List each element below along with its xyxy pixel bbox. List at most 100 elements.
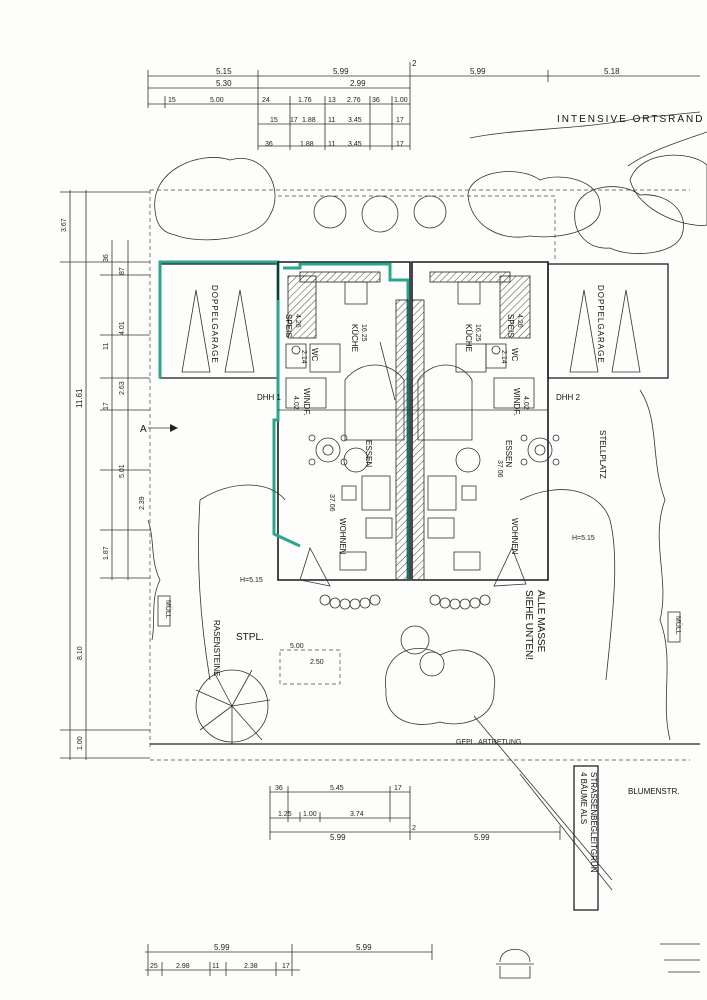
terrace-shrubs (319, 594, 491, 610)
dim-bottom2-e: 11 (212, 963, 219, 970)
dim-bottom2-f: 2.38 (244, 963, 258, 970)
label-windf-area-dhh2: 4.02 (522, 396, 529, 410)
label-two-fifty: 2.50 (310, 659, 324, 666)
top-dimension-chain: 5.15 5.99 5.99 5.18 5.30 2.99 2 15 5.00 … (147, 59, 700, 150)
label-h515-left: H=5.15 (240, 577, 263, 584)
dim-top-r1-a: 5.15 (216, 67, 232, 76)
dim-top-r3-5: 2.76 (347, 97, 361, 104)
dim-left-6: 17 (103, 402, 110, 410)
label-dhh1: DHH 1 (257, 393, 282, 402)
label-kueche-area-dhh1: 16.25 (360, 324, 367, 342)
label-kueche-dhh1: KÜCHE (350, 324, 359, 352)
label-gepl-abtretung: GEPL. ABTRETUNG (456, 739, 521, 746)
dim-top-r3-1: 5.00 (210, 97, 224, 104)
garage-left: DOPPELGARAGE (158, 260, 280, 379)
dim-top-r5-4: 17 (396, 141, 404, 148)
label-kueche-dhh2: KÜCHE (464, 324, 473, 352)
dim-left-5: 2.63 (119, 381, 126, 395)
ortsrand-contour-2 (627, 131, 707, 167)
dim-bottom1-a: 36 (275, 785, 283, 792)
label-blumenstr: BLUMENSTR. (628, 787, 680, 796)
muell-box-right (667, 611, 681, 643)
muell-box-left (157, 595, 171, 627)
dim-top-r1-d: 5.18 (604, 67, 620, 76)
ortsrand-contour (469, 111, 701, 139)
dim-top-r2-a: 5.30 (216, 79, 232, 88)
label-wc-area-dhh2: 2.14 (500, 350, 507, 364)
trees-top-row (154, 154, 707, 254)
label-wohnen-area-dhh2: 37.06 (496, 460, 503, 478)
label-wohnen-dhh1: WOHNEN (338, 518, 347, 555)
garden-contour-right (519, 489, 616, 681)
label-muell-left: MÜLL (164, 600, 172, 619)
dim-left-3: 4.01 (119, 321, 126, 335)
dim-bottom2-c: 25 (150, 963, 158, 970)
bottom-dimension-chain-1: 36 5.45 17 1.25 1.00 3.74 5.99 5.99 2 (269, 785, 561, 842)
label-stpl: STPL. (236, 632, 264, 643)
note-strassen-1: 4 BÄUME ALS (579, 772, 588, 824)
north-symbol (496, 948, 534, 979)
trees-bottom (195, 625, 496, 744)
label-kueche-area-dhh2: 16.25 (474, 324, 481, 342)
dim-top-r3-6: 36 (372, 97, 380, 104)
dim-top-r4-3: 11 (328, 117, 335, 124)
dim-top-r3-3: 1.76 (298, 97, 312, 104)
dim-left-9: 8.10 (77, 646, 84, 660)
dim-bottom2-d: 2.98 (176, 963, 190, 970)
dim-bottom1-f: 3.74 (350, 811, 364, 818)
label-muell-right: MÜLL (674, 616, 682, 635)
label-speis-area-dhh2: 4.26 (516, 314, 523, 328)
dim-bottom1-g: 5.99 (330, 833, 346, 842)
label-wc-area-dhh1: 2.14 (300, 350, 307, 364)
dim-top-r4-5: 17 (396, 117, 404, 124)
dim-left-7: 5.01 (119, 464, 126, 478)
dim-bottom1-c: 17 (394, 785, 402, 792)
house-dhh2: KÜCHE 16.25 SPEIS 4.26 WC 2.14 WINDF. 4.… (411, 261, 581, 587)
garage-right: DOPPELGARAGE (547, 263, 669, 379)
label-wc-dhh1: WC (310, 348, 319, 362)
dim-top-r3-0: 15 (168, 97, 176, 104)
note-strassen-2: STRASSENBEGLEITGRÜN (589, 772, 598, 873)
label-alle-masse: ALLE MASSE (535, 590, 546, 653)
dim-left-11: 11.61 (75, 388, 84, 408)
dim-top-r5-1: 1.88 (300, 141, 314, 148)
dim-left-10: 1.00 (77, 736, 84, 750)
hedge-left (147, 519, 161, 641)
dim-top-r4-0: 15 (270, 117, 278, 124)
dim-bottom1-e: 1.00 (303, 811, 317, 818)
parking-box (279, 649, 341, 685)
label-windf-dhh2: WINDF. (512, 388, 521, 416)
dim-top-r5-3: 3.45 (348, 141, 362, 148)
dim-top-r3-2: 24 (262, 97, 270, 104)
label-h515-right: H=5.15 (572, 535, 595, 542)
dim-bottom1-b: 5.45 (330, 785, 344, 792)
label-windf-area-dhh1: 4.02 (292, 396, 299, 410)
dim-top-r4-4: 3.45 (348, 117, 362, 124)
label-speis-dhh2: SPEIS (506, 314, 515, 338)
leader-line-2 (519, 773, 613, 891)
dim-top-r3-7: 1.00 (394, 97, 408, 104)
label-doppelgarage-left: DOPPELGARAGE (210, 285, 219, 364)
hedge-right (639, 389, 671, 741)
left-dimension-chain: 3.67 36 87 4.01 11 2.63 17 5.01 1.87 8.1… (60, 190, 150, 760)
dim-bottom2-b: 5.99 (356, 943, 372, 952)
label-wc-dhh2: WC (510, 348, 519, 362)
label-rasensteine: RASENSTEINE (212, 620, 221, 676)
label-section-a: A (140, 424, 147, 435)
dim-bottom1-h: 5.99 (474, 833, 490, 842)
label-speis-area-dhh1: 4.26 (294, 314, 301, 328)
dim-top-r1-c: 5.99 (470, 67, 486, 76)
label-windf-dhh1: WINDF. (302, 388, 311, 416)
leader-line-1 (473, 715, 613, 881)
dim-left-12: 2.39 (139, 496, 146, 510)
dim-bottom1-d: 1.25 (278, 811, 292, 818)
edge-marks (660, 943, 700, 973)
dim-left-2: 87 (119, 267, 126, 275)
building-line (278, 195, 556, 260)
dim-bottom1-two: 2 (412, 825, 416, 832)
label-wohnen-dhh2: WOHNEN (510, 518, 519, 555)
label-essen-dhh2: ESSEN (504, 440, 513, 467)
label-speis-dhh1: SPEIS (284, 314, 293, 338)
dim-top-r3-4: 13 (328, 97, 336, 104)
label-wohnen-area-dhh1: 37.06 (328, 494, 335, 512)
